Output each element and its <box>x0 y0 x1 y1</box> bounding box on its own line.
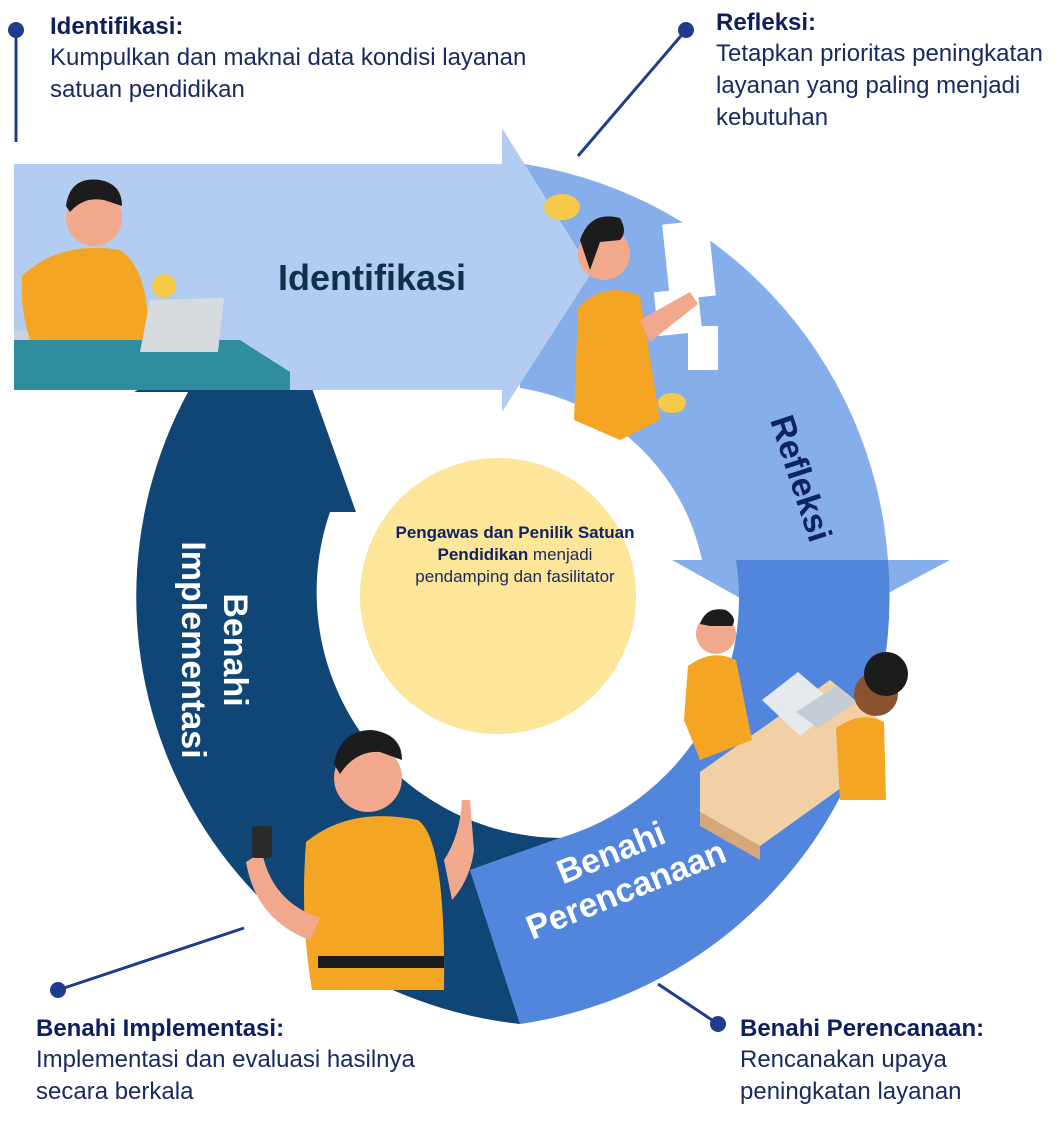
speech-bubble-icon <box>658 393 686 413</box>
dot-refleksi <box>678 22 694 38</box>
teacher-with-laptop-illustration <box>14 179 290 390</box>
connector-refleksi <box>576 29 688 157</box>
callout-refleksi-title: Refleksi: <box>716 9 817 36</box>
teacher-with-phone-illustration <box>246 730 474 990</box>
callout-perencanaan: Benahi Perencanaan: Rencanakan upaya pen… <box>740 1014 1050 1108</box>
teacher-with-documents-illustration <box>544 194 718 440</box>
callout-refleksi: Refleksi: Tetapkan prioritas peningkatan… <box>716 8 1056 134</box>
callout-implementasi: Benahi Implementasi: Implementasi dan ev… <box>36 1014 456 1108</box>
callout-implementasi-title: Benahi Implementasi: <box>36 1015 285 1042</box>
speech-bubble-icon <box>544 194 580 220</box>
dot-perencanaan <box>710 1016 726 1032</box>
callout-refleksi-text: Tetapkan prioritas peningkatan layanan y… <box>716 40 1043 131</box>
callout-identifikasi-text: Kumpulkan dan maknai data kondisi layana… <box>50 44 527 103</box>
center-text: Pengawas dan Penilik Satuan Pendidikan m… <box>395 522 635 588</box>
two-people-at-laptop-illustration <box>684 609 908 860</box>
connector-lines <box>14 29 719 1026</box>
dot-identifikasi <box>8 22 24 38</box>
callout-perencanaan-title: Benahi Perencanaan: <box>740 1015 985 1042</box>
callout-perencanaan-text: Rencanakan upaya peningkatan layanan <box>740 1046 962 1105</box>
center-circle <box>360 458 636 734</box>
segment-perencanaan <box>470 560 890 1024</box>
callout-implementasi-text: Implementasi dan evaluasi hasilnya secar… <box>36 1046 415 1105</box>
connector-implementasi <box>57 926 245 992</box>
dot-implementasi <box>50 982 66 998</box>
label-implementasi-line1: Benahi <box>216 593 254 706</box>
callout-identifikasi-title: Identifikasi: <box>50 13 184 40</box>
label-identifikasi: Identifikasi <box>278 257 466 298</box>
center-rest-text: menjadi pendamping dan fasilitator <box>415 545 615 586</box>
segment-refleksi <box>510 162 950 636</box>
callout-identifikasi: Identifikasi: Kumpulkan dan maknai data … <box>50 12 590 106</box>
center-bold-text: Pengawas dan Penilik Satuan Pendidikan <box>395 523 635 564</box>
connector-perencanaan <box>657 982 719 1026</box>
label-implementasi-line2: Implementasi <box>174 541 212 758</box>
